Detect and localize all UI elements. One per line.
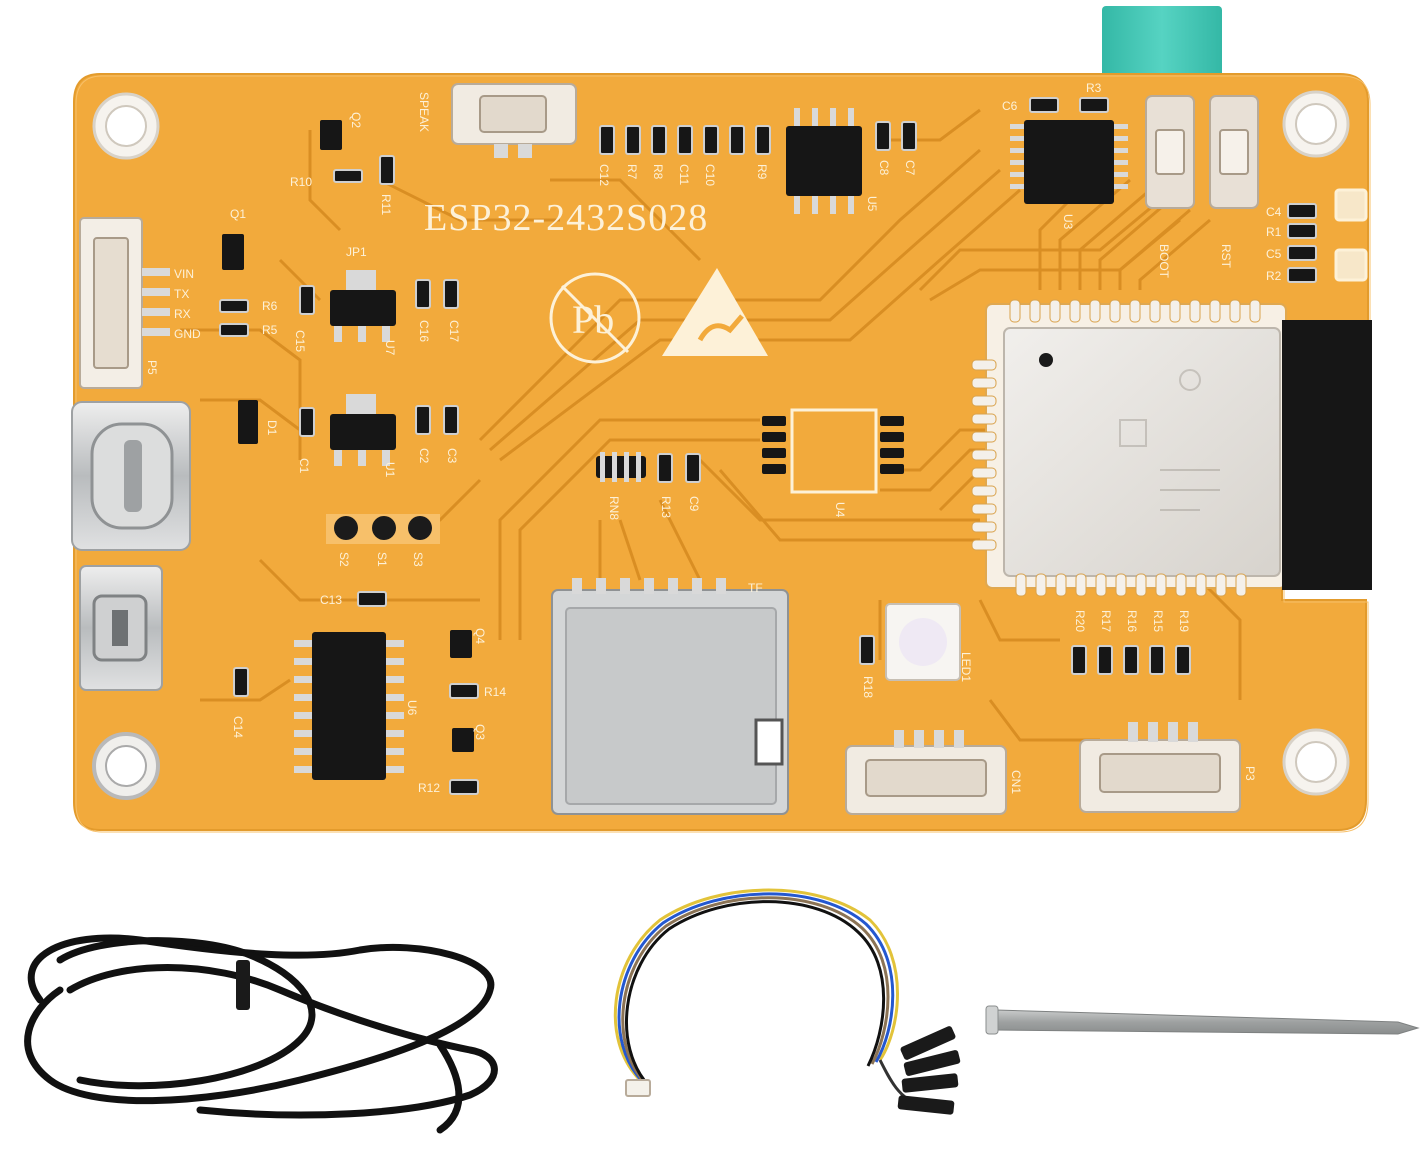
- board-title: ESP32-2432S028: [424, 197, 708, 239]
- label-r1: R1: [1266, 225, 1282, 239]
- label-s3: S3: [411, 552, 425, 567]
- label-c4: C4: [1266, 205, 1282, 219]
- label-r20: R20: [1073, 610, 1087, 632]
- label-c13: C13: [320, 593, 342, 607]
- label-q4: Q4: [473, 628, 487, 644]
- stylus-pen: [985, 1005, 1420, 1035]
- label-c17: C17: [447, 320, 461, 342]
- label-rx: RX: [174, 307, 191, 321]
- label-q1: Q1: [230, 207, 246, 221]
- regulator-u7: [330, 270, 396, 342]
- regulator-u1: [330, 394, 396, 466]
- label-r16: R16: [1125, 610, 1139, 632]
- label-vin: VIN: [174, 267, 194, 281]
- jumper-wire: [613, 888, 921, 1106]
- display-ribbon-tab: [1102, 6, 1222, 84]
- reset-button: [1209, 95, 1259, 209]
- label-r6: R6: [262, 299, 278, 313]
- label-r3: R3: [1086, 81, 1102, 95]
- label-p5: P5: [145, 360, 159, 375]
- label-cn1: CN1: [1009, 770, 1023, 794]
- label-rn8: RN8: [607, 496, 621, 520]
- label-r11: R11: [379, 194, 393, 215]
- mounting-holes: [92, 90, 1350, 800]
- label-rst: RST: [1219, 244, 1233, 269]
- label-r12: R12: [418, 781, 440, 795]
- lead-free-logo: Pb: [549, 272, 641, 364]
- label-r17: R17: [1099, 610, 1113, 632]
- label-u7: U7: [383, 340, 397, 356]
- label-c9: C9: [687, 496, 701, 512]
- label-led1: LED1: [959, 652, 973, 682]
- usb-c-port: [71, 401, 191, 551]
- label-tx: TX: [174, 287, 189, 301]
- label-r10: R10: [290, 175, 312, 189]
- label-c10: C10: [703, 164, 717, 186]
- chip-u3: [1010, 120, 1128, 204]
- label-c14: C14: [231, 716, 245, 738]
- speaker-connector: [451, 83, 577, 158]
- label-u4: U4: [833, 502, 847, 518]
- transistors: [222, 120, 474, 752]
- label-u3: U3: [1061, 214, 1075, 230]
- jumper-dupont-connectors: [625, 1026, 961, 1115]
- esp32-module: [971, 299, 1372, 597]
- label-c1: C1: [297, 458, 311, 474]
- esd-warning-icon: [662, 268, 768, 356]
- label-d1: D1: [265, 420, 279, 436]
- label-c3: C3: [445, 448, 459, 464]
- label-r5: R5: [262, 323, 278, 337]
- push-buttons-s: [326, 514, 440, 544]
- label-q2: Q2: [349, 112, 363, 128]
- chip-u5: [786, 108, 862, 214]
- label-c5: C5: [1266, 247, 1282, 261]
- label-r19: R19: [1177, 610, 1191, 632]
- pb-text: Pb: [572, 297, 614, 342]
- label-r8: R8: [651, 164, 665, 180]
- label-r18: R18: [861, 676, 875, 698]
- rgb-led: [885, 603, 961, 681]
- connector-cn1: [845, 730, 1007, 815]
- label-r9: R9: [755, 164, 769, 180]
- label-c7: C7: [903, 160, 917, 176]
- label-r7: R7: [625, 164, 639, 180]
- label-c6: C6: [1002, 99, 1018, 113]
- label-c8: C8: [877, 160, 891, 176]
- test-pads: [1334, 188, 1368, 282]
- label-r13: R13: [659, 496, 673, 518]
- label-s2: S2: [337, 552, 351, 567]
- label-c2: C2: [417, 448, 431, 464]
- label-s1: S1: [375, 552, 389, 567]
- chip-u6: [294, 632, 404, 780]
- connector-p3: [1079, 722, 1241, 813]
- micro-usb-port: [79, 565, 163, 691]
- label-q3: Q3: [473, 724, 487, 740]
- label-jp1: JP1: [346, 245, 367, 259]
- label-u5: U5: [865, 196, 879, 212]
- label-p3: P3: [1243, 766, 1257, 781]
- passive-components: [219, 97, 1317, 795]
- label-u1: U1: [383, 462, 397, 478]
- touch-ic-u4: [762, 408, 904, 494]
- label-c11: C11: [677, 164, 691, 185]
- tf-card-slot: [551, 578, 789, 815]
- label-c15: C15: [293, 330, 307, 352]
- serial-connector-p5: [79, 217, 170, 389]
- label-r2: R2: [1266, 269, 1282, 283]
- label-speak: SPEAK: [417, 92, 431, 132]
- label-tf: TF: [748, 581, 763, 595]
- label-boot: BOOT: [1157, 244, 1171, 279]
- label-r14: R14: [484, 685, 506, 699]
- label-c16: C16: [417, 320, 431, 342]
- label-u6: U6: [405, 700, 419, 716]
- label-c12: C12: [597, 164, 611, 186]
- label-gnd: GND: [174, 327, 201, 341]
- boot-button: [1145, 95, 1195, 209]
- silkscreen-labels: SPEAK Q1 Q2 R10 R11 VIN TX RX GND P5 R6 …: [145, 81, 1282, 795]
- usb-cable: [24, 934, 498, 1134]
- label-r15: R15: [1151, 610, 1165, 632]
